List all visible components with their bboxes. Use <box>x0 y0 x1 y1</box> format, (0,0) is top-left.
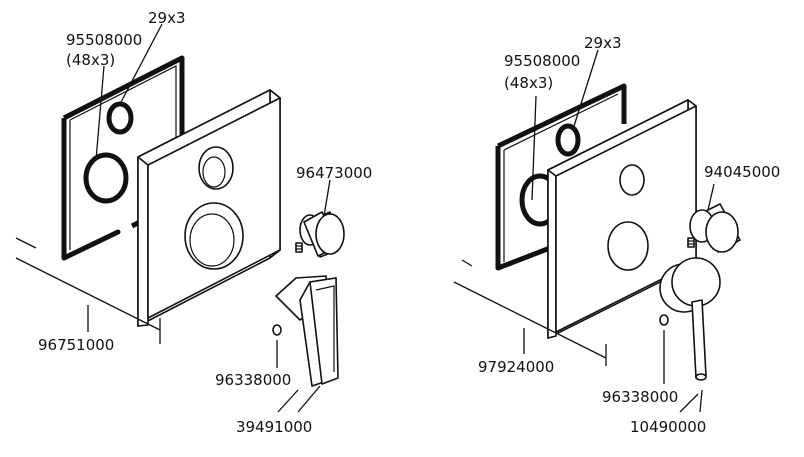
right-cover-plate <box>547 99 697 339</box>
left-gasket-small-label: 29x3 <box>148 9 186 27</box>
left-cover-plate <box>137 89 281 327</box>
right-knob-label: 94045000 <box>704 163 780 181</box>
left-gasket-size-label: (48x3) <box>66 51 115 69</box>
left-knob <box>295 211 345 258</box>
right-knob <box>687 203 741 253</box>
left-gasket-code-label: 95508000 <box>66 31 142 49</box>
right-gasket-size-label: (48x3) <box>504 74 553 92</box>
left-set-screw-label: 96338000 <box>215 371 291 389</box>
left-trim-set-label: 96751000 <box>38 336 114 354</box>
left-assembly: 29x3 95508000 (48x3) 96473000 96751000 9… <box>15 9 372 436</box>
right-handle <box>659 257 721 381</box>
right-gasket-small-ring <box>555 123 581 157</box>
right-trim-set-label: 97924000 <box>478 358 554 376</box>
left-handle <box>272 275 339 387</box>
right-gasket-small-label: 29x3 <box>584 34 622 52</box>
right-handle-label: 10490000 <box>630 418 706 436</box>
right-leader-lines <box>453 49 715 413</box>
left-handle-label: 39491000 <box>236 418 312 436</box>
right-assembly: 29x3 95508000 (48x3) 94045000 97924000 9… <box>453 34 780 436</box>
right-gasket-code-label: 95508000 <box>504 52 580 70</box>
left-gasket-small-ring <box>106 101 134 135</box>
left-knob-label: 96473000 <box>296 164 372 182</box>
left-gasket-large-ring <box>83 152 129 204</box>
left-leader-lines <box>15 23 331 413</box>
right-gasket-frame <box>495 83 627 271</box>
right-set-screw-label: 96338000 <box>602 388 678 406</box>
